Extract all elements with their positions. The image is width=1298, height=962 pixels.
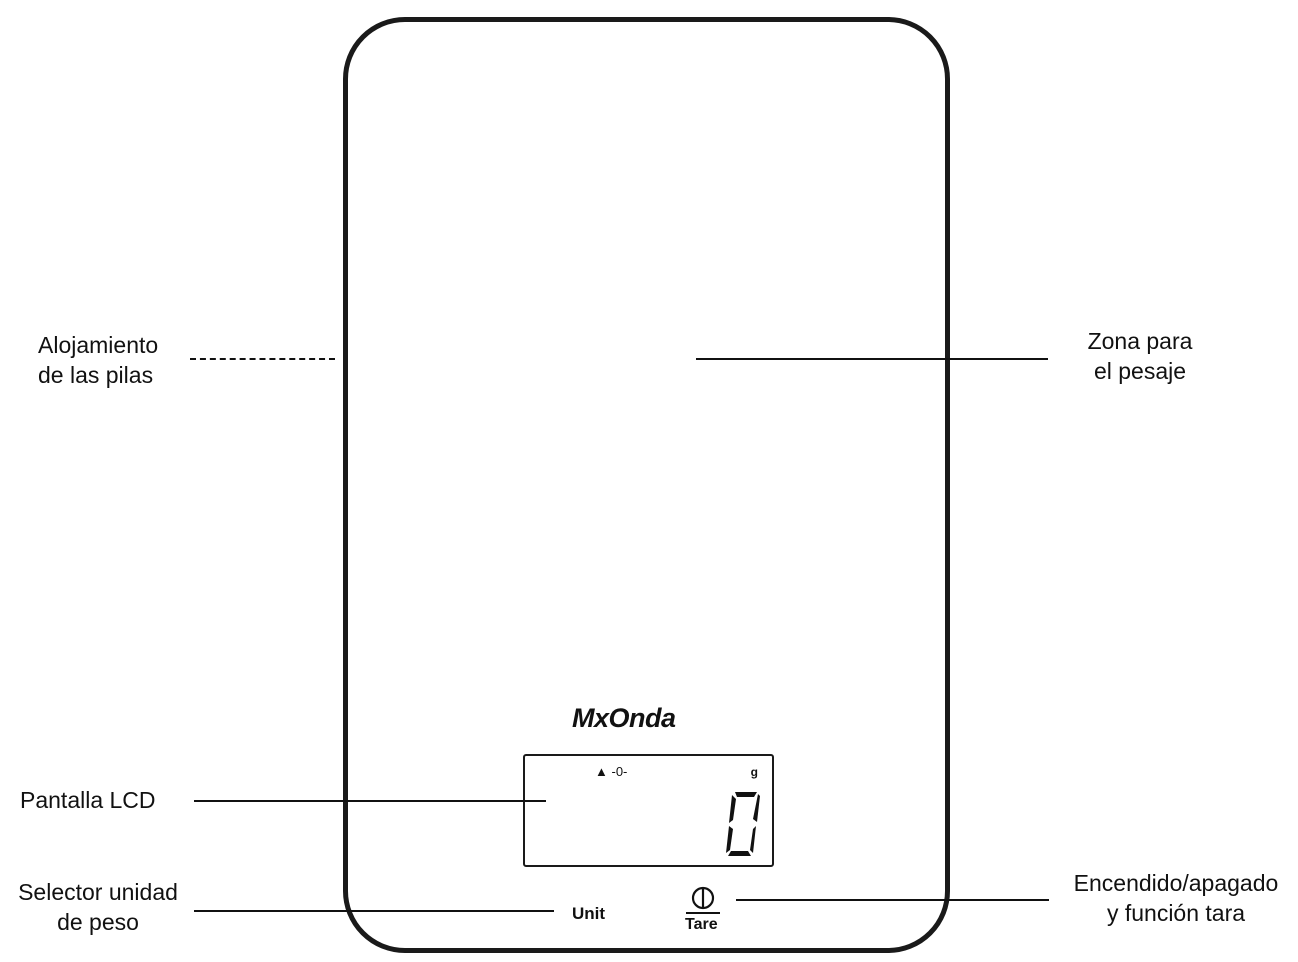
lcd-label: Pantalla LCD — [20, 787, 156, 813]
power-tare-leader-line — [736, 899, 1049, 901]
power-icon[interactable] — [690, 886, 716, 910]
battery-label: Alojamiento de las pilas — [38, 332, 159, 388]
lcd-digit-zero — [726, 792, 760, 856]
brand-logo: MxOnda — [572, 703, 676, 733]
unit-selector-label: Selector unidad de peso — [18, 879, 178, 935]
power-tare-label: Encendido/apagado y función tara — [1073, 870, 1279, 926]
battery-leader-line — [190, 358, 335, 360]
tare-button[interactable]: Tare — [685, 916, 718, 933]
tare-divider — [686, 912, 720, 914]
lcd-unit: g — [750, 765, 758, 779]
lcd-display: ▲ -0- g — [523, 754, 774, 867]
triangle-up-icon: ▲ — [595, 764, 608, 779]
unit-button[interactable]: Unit — [572, 904, 606, 923]
weighing-zone-leader-line — [696, 358, 1048, 360]
lcd-leader-line — [194, 800, 546, 802]
unit-selector-leader-line — [194, 910, 554, 912]
zero-indicator: -0- — [611, 764, 628, 779]
weighing-zone-label: Zona para el pesaje — [1087, 328, 1193, 384]
